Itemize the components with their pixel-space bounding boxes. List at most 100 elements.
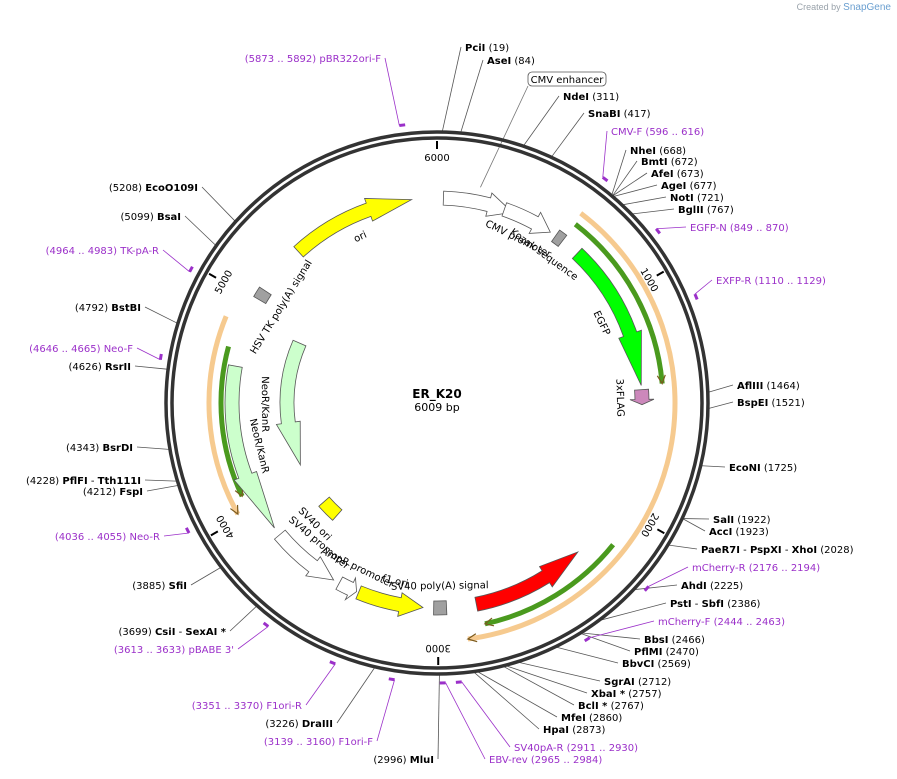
primer-name: mCherry-F bbox=[658, 617, 711, 628]
primer-sv40pa-r[interactable]: SV40pA-R (2911 .. 2930) bbox=[514, 743, 638, 754]
enzyme-label: XbaI * (2757) bbox=[591, 689, 662, 700]
enzyme-position: (2860) bbox=[589, 713, 622, 724]
primer-neo-r[interactable]: (4036 .. 4055) Neo-R bbox=[55, 532, 160, 543]
enzyme-label: NotI (721) bbox=[670, 193, 724, 204]
enzyme-site-fspi[interactable]: (4212) FspI bbox=[83, 487, 143, 498]
enzyme-site-rsrii[interactable]: (4626) RsrII bbox=[69, 362, 131, 373]
enzyme-site-bbvci[interactable]: BbvCI (2569) bbox=[622, 659, 691, 670]
enzyme-site-nhei[interactable]: NheI (668) bbox=[630, 146, 686, 157]
primer-range: (2444 .. 2463) bbox=[714, 617, 786, 628]
enzyme-site-mfei[interactable]: MfeI (2860) bbox=[561, 713, 622, 724]
enzyme-position: (673) bbox=[677, 169, 704, 180]
enzyme-label: BspEI (1521) bbox=[737, 398, 805, 409]
orf-egfp-arc bbox=[573, 222, 665, 384]
enzyme-leader bbox=[708, 384, 734, 393]
primer-range: (3139 .. 3160) bbox=[264, 737, 336, 748]
enzyme-site-asei[interactable]: AseI (84) bbox=[487, 56, 535, 67]
enzyme-leader bbox=[613, 184, 658, 197]
primer-range: (849 .. 870) bbox=[730, 223, 789, 234]
primer-range: (4646 .. 4665) bbox=[29, 344, 101, 355]
primer-ebv-rev[interactable]: EBV-rev (2965 .. 2984) bbox=[489, 755, 602, 766]
enzyme-leader bbox=[477, 671, 558, 718]
enzyme-site-acci[interactable]: AccI (1923) bbox=[709, 527, 769, 538]
enzyme-position: (2996) bbox=[373, 755, 406, 766]
enzyme-site-ecoo109i[interactable]: (5208) EcoO109I bbox=[109, 183, 198, 194]
primer-marker bbox=[262, 621, 270, 628]
tick-mark bbox=[656, 270, 665, 277]
feature-kozak-sequence bbox=[550, 229, 568, 247]
enzyme-label: (5208) EcoO109I bbox=[109, 183, 198, 194]
enzyme-position: (2466) bbox=[672, 635, 705, 646]
enzyme-site-hpai[interactable]: HpaI (2873) bbox=[543, 725, 606, 736]
primer-f1ori-r[interactable]: (3351 .. 3370) F1ori-R bbox=[192, 701, 302, 712]
orf-neo-arc bbox=[206, 315, 241, 516]
enzyme-site-afei[interactable]: AfeI (673) bbox=[651, 169, 704, 180]
enzyme-position: (1521) bbox=[771, 398, 804, 409]
enzyme-site-xbai[interactable]: XbaI * (2757) bbox=[591, 689, 662, 700]
enzyme-site-noti[interactable]: NotI (721) bbox=[670, 193, 724, 204]
enzyme-site-snabi[interactable]: SnaBI (417) bbox=[588, 109, 651, 120]
enzyme-site-bglii[interactable]: BglII (767) bbox=[678, 205, 734, 216]
enzyme-site-bsai[interactable]: (5099) BsaI bbox=[121, 212, 182, 223]
enzyme-site-ahdi[interactable]: AhdI (2225) bbox=[681, 581, 743, 592]
primer-tk-pa-r[interactable]: (4964 .. 4983) TK-pA-R bbox=[46, 246, 159, 257]
enzyme-site-sfii[interactable]: (3885) SfiI bbox=[132, 581, 187, 592]
enzyme-name: PflMI bbox=[634, 647, 662, 658]
enzyme-leader bbox=[474, 672, 540, 730]
enzyme-site-csii[interactable]: (3699) CsiI - SexAI * bbox=[119, 627, 227, 638]
enzyme-site-bsrdi[interactable]: (4343) BsrDI bbox=[66, 443, 133, 454]
enzyme-site-bbsi[interactable]: BbsI (2466) bbox=[644, 635, 705, 646]
enzyme-site-bspei[interactable]: BspEI (1521) bbox=[737, 398, 805, 409]
enzyme-name: CsiI bbox=[155, 627, 175, 638]
primer-leader bbox=[376, 679, 395, 742]
enzyme-position: (311) bbox=[592, 92, 619, 103]
primer-f1ori-f[interactable]: (3139 .. 3160) F1ori-F bbox=[264, 737, 373, 748]
enzyme-leader bbox=[668, 544, 698, 550]
enzyme-site-bstbi[interactable]: (4792) BstBI bbox=[75, 303, 141, 314]
feature-sv40-ori bbox=[318, 496, 343, 521]
plasmid-length: 6009 bp bbox=[414, 401, 459, 414]
primer-cmv-f[interactable]: CMV-F (596 .. 616) bbox=[611, 127, 704, 138]
enzyme-site-pflmi[interactable]: PflMI (2470) bbox=[634, 647, 699, 658]
primer-label: (3613 .. 3633) pBABE 3' bbox=[114, 645, 234, 656]
enzyme-site-econi[interactable]: EcoNI (1725) bbox=[729, 463, 797, 474]
primer-egfp-n[interactable]: EGFP-N (849 .. 870) bbox=[690, 223, 789, 234]
feature-neor-kanr-inner bbox=[275, 339, 307, 467]
primer-mcherry-f[interactable]: mCherry-F (2444 .. 2463) bbox=[658, 617, 785, 628]
orf-cmv-egfp-arc bbox=[467, 211, 678, 642]
primer-range: (5873 .. 5892) bbox=[245, 54, 317, 65]
primer-range: (2176 .. 2194) bbox=[749, 563, 821, 574]
primer-neo-f[interactable]: (4646 .. 4665) Neo-F bbox=[29, 344, 133, 355]
enzyme-site-agei[interactable]: AgeI (677) bbox=[661, 181, 717, 192]
enzyme-site-ndei[interactable]: NdeI (311) bbox=[563, 92, 619, 103]
enzyme-site-sgrai[interactable]: SgrAI (2712) bbox=[604, 677, 671, 688]
enzyme-site-draiii[interactable]: (3226) DraIII bbox=[265, 719, 333, 730]
enzyme-leader bbox=[336, 667, 375, 724]
enzyme-site-psti[interactable]: PstI - SbfI (2386) bbox=[670, 599, 761, 610]
primer-name: CMV-F bbox=[611, 127, 642, 138]
enzyme-site-bmti[interactable]: BmtI (672) bbox=[641, 157, 698, 168]
primer-marker bbox=[399, 123, 406, 128]
enzyme-site-aflii[interactable]: AflIII (1464) bbox=[737, 381, 800, 392]
primer-marker bbox=[583, 636, 591, 643]
enzyme-site-bcli[interactable]: BclI * (2767) bbox=[578, 701, 644, 712]
enzyme-site-mlui[interactable]: (2996) MluI bbox=[373, 755, 434, 766]
enzyme-site-sali[interactable]: SalI (1922) bbox=[713, 515, 771, 526]
enzyme-label: EcoNI (1725) bbox=[729, 463, 797, 474]
primer-mcherry-r[interactable]: mCherry-R (2176 .. 2194) bbox=[692, 563, 820, 574]
enzyme-leader bbox=[460, 59, 484, 133]
primer-label: EBV-rev (2965 .. 2984) bbox=[489, 755, 602, 766]
enzyme-label: BbvCI (2569) bbox=[622, 659, 691, 670]
enzyme-leader bbox=[634, 584, 678, 590]
primer-pbr322ori-f[interactable]: (5873 .. 5892) pBR322ori-F bbox=[245, 54, 381, 65]
enzyme-site-pcii[interactable]: PciI (19) bbox=[465, 43, 509, 54]
enzyme-site-pflfi[interactable]: (4228) PflFI - Tth111I bbox=[26, 476, 141, 487]
primer-pbabe3[interactable]: (3613 .. 3633) pBABE 3' bbox=[114, 645, 234, 656]
feature-label: 3xFLAG bbox=[613, 379, 625, 418]
primer-label: CMV-F (596 .. 616) bbox=[611, 127, 704, 138]
enzyme-position: (1725) bbox=[764, 463, 797, 474]
primer-leader bbox=[602, 130, 608, 178]
primer-range: (4964 .. 4983) bbox=[46, 246, 118, 257]
enzyme-site-paer7i[interactable]: PaeR7I - PspXI - XhoI (2028) bbox=[701, 545, 854, 556]
primer-exfp-r[interactable]: EXFP-R (1110 .. 1129) bbox=[716, 276, 826, 287]
